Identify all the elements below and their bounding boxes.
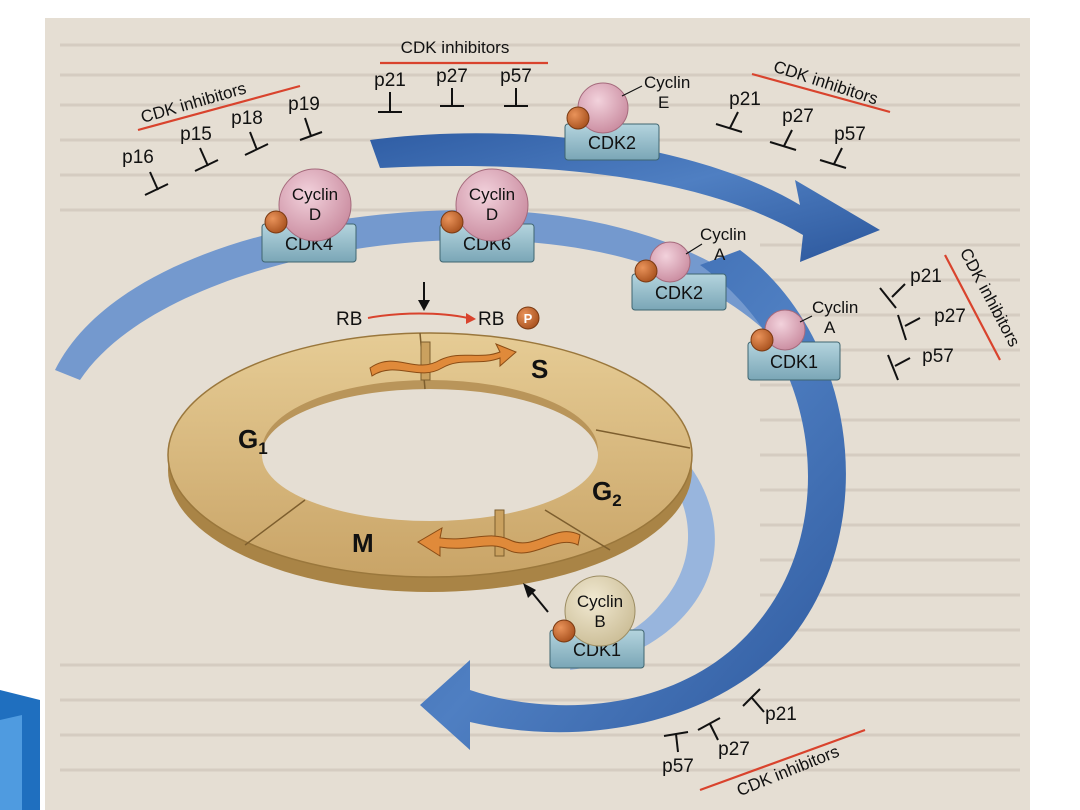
inhibitor-title-top: CDK inhibitors [401, 38, 510, 57]
inhibitor-p15: p15 [180, 124, 212, 145]
inhibitor-underline-top-right [751, 72, 891, 114]
rb-phosphorylation: RB RB P [336, 282, 540, 330]
m-phase-flow-arrow [417, 527, 581, 557]
phosphate-label: P [524, 311, 533, 326]
cdk2-label-a: CDK2 [655, 283, 703, 303]
phosphate-dot-cdk4 [264, 210, 288, 234]
inhibitor-group-top: CDK inhibitors p21 p27 p57 [374, 38, 548, 113]
inhibitor-p21-top: p21 [374, 70, 406, 91]
checkpoint-post-s [420, 341, 431, 381]
cyclin-a-pointer-2 [799, 315, 813, 323]
spiral-arrow-right-sweep [420, 250, 846, 750]
inhibitor-p57-top: p57 [500, 66, 532, 87]
inhibitor-underline-top-left [137, 84, 301, 132]
cyclin-d-shape-2 [455, 168, 529, 242]
cyclin-d-shape [278, 168, 352, 242]
cyclin-b-arrow-head [523, 583, 536, 598]
complex-cyclin-d-cdk6: CDK6 Cyclin D [439, 168, 535, 263]
cyclin-d-letter: D [309, 205, 321, 224]
complex-cyclin-a-cdk1: CDK1 Cyclin A [747, 298, 858, 381]
spiral-arrow-outer [370, 133, 880, 262]
inhibitor-p27-top-right: p27 [782, 106, 814, 127]
cyclin-d-label: Cyclin [292, 185, 338, 204]
cyclin-b-label: Cyclin [577, 592, 623, 611]
inhibitor-p21-bottom: p21 [765, 704, 797, 725]
inhibitor-p27-right: p27 [934, 306, 966, 327]
ring-divider-s-g2 [595, 429, 691, 449]
inhibitor-p21-right: p21 [910, 266, 942, 287]
rb-label: RB [336, 309, 362, 330]
inhibitor-underline-right [944, 254, 1001, 361]
inhibitor-p57-bottom: p57 [662, 756, 694, 777]
ring-hole [262, 389, 598, 521]
inhibitor-p27-bottom: p27 [718, 739, 750, 760]
cdk1-label-a: CDK1 [770, 352, 818, 372]
cyclin-e-pointer [621, 85, 643, 97]
cyclin-d-label-2: Cyclin [469, 185, 515, 204]
complex-cyclin-a-cdk2: CDK2 Cyclin A [631, 225, 746, 311]
slide-accent-shape-light [0, 715, 22, 810]
inhibitor-underline-bottom [699, 728, 866, 792]
rb-down-arrow-head [418, 300, 430, 311]
cyclin-b-shape [564, 575, 636, 647]
cyclin-e-label: Cyclin [644, 73, 690, 92]
phosphate-dot-cdk6 [440, 210, 464, 234]
phosphate-dot-cdk2-e [566, 106, 590, 130]
ring-divider-m-g1 [244, 499, 306, 546]
rb-conversion-arrow [367, 312, 469, 319]
cell-cycle-ring: G1 S G2 M [167, 332, 693, 592]
cyclin-a-letter: A [714, 245, 726, 264]
cyclin-a-label: Cyclin [700, 225, 746, 244]
phase-label-s: S [531, 354, 548, 384]
rb-conversion-arrow-head [466, 313, 476, 324]
rb-phosphorylated-label: RB [478, 309, 504, 330]
complex-cyclin-d-cdk4: CDK4 Cyclin D [261, 168, 357, 263]
inhibitor-p19: p19 [288, 94, 320, 115]
phase-label-g1: G1 [238, 424, 268, 458]
inhibitor-p18: p18 [231, 108, 263, 129]
cyclin-a-pointer [685, 243, 703, 255]
spiral-arrow-left-arc [55, 210, 790, 380]
s-phase-flow-arrow [369, 343, 517, 377]
phosphate-icon [516, 306, 540, 330]
inhibitor-p57-right: p57 [922, 346, 954, 367]
complex-cyclin-e-cdk2: CDK2 Cyclin E [564, 73, 690, 161]
inhibitor-p57-top-right: p57 [834, 124, 866, 145]
ring-divider-g2-m [544, 509, 611, 551]
phase-label-g2: G2 [592, 476, 622, 510]
cyclin-b-arrow-line [529, 589, 549, 613]
cyclin-a-letter-2: A [824, 318, 836, 337]
cyclin-d-letter-2: D [486, 205, 498, 224]
phosphate-dot-cdk1-a [750, 328, 774, 352]
inhibitor-p21-top-right: p21 [729, 89, 761, 110]
cyclin-e-letter: E [658, 93, 669, 112]
complex-cyclin-b-cdk1: CDK1 Cyclin B [549, 575, 645, 669]
checkpoint-post-m [494, 509, 505, 557]
inhibitor-p16: p16 [122, 147, 154, 168]
inhibitor-p27-top: p27 [436, 66, 468, 87]
phase-label-m: M [352, 528, 374, 558]
cyclin-a-label-2: Cyclin [812, 298, 858, 317]
cyclin-b-letter: B [594, 612, 605, 631]
phosphate-dot-cdk1-b [552, 619, 576, 643]
phosphate-dot-cdk2-a [634, 259, 658, 283]
cdk2-label-e: CDK2 [588, 133, 636, 153]
